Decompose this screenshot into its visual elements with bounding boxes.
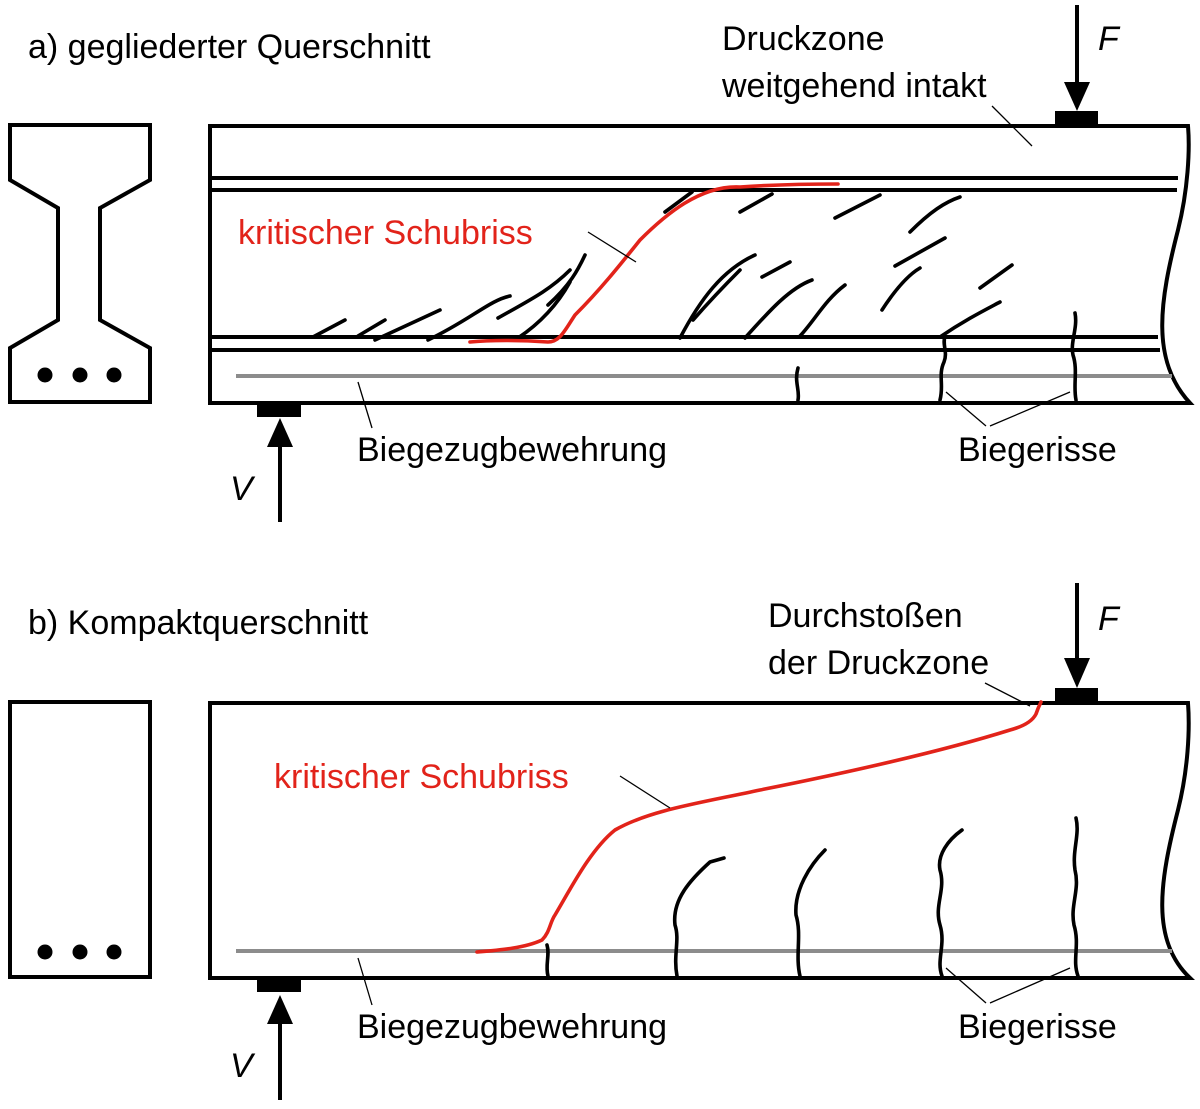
- reinforcement-leader-b: [357, 957, 373, 1006]
- shear-crack: [760, 260, 792, 279]
- flexural-crack: [794, 848, 827, 978]
- shear-crack: [678, 253, 757, 340]
- reinforcement-label-b: Biegezugbewehrung: [357, 1008, 667, 1046]
- shear-crack: [893, 236, 947, 268]
- web-shear-cracks: [311, 190, 1014, 342]
- i-section-outline: [8, 123, 152, 404]
- reaction-label-v: V: [230, 470, 256, 508]
- shear-crack: [691, 268, 742, 322]
- flexural-cracks-label-a: Biegerisse: [958, 431, 1117, 469]
- beam-a-outline: [208, 124, 1195, 405]
- force-arrow-head: [1064, 82, 1090, 111]
- flexural-leader-b: [945, 967, 987, 1004]
- shear-crack: [311, 318, 347, 339]
- panel-a: a) gegliederter Querschnitt: [8, 5, 1195, 522]
- shear-crack: [738, 192, 774, 214]
- shear-crack: [496, 268, 572, 320]
- flexural-cracks-label-b: Biegerisse: [958, 1008, 1117, 1046]
- panel-b: b) Kompaktquerschnitt F: [8, 583, 1196, 1100]
- panel-a-title: a) gegliederter Querschnitt: [28, 28, 431, 66]
- shear-crack: [798, 283, 847, 338]
- reaction-label-v: V: [230, 1047, 256, 1085]
- shear-crack: [880, 266, 922, 312]
- compression-zone-leader: [991, 105, 1033, 147]
- shear-crack: [833, 193, 882, 220]
- punching-label-line2: der Druckzone: [768, 644, 989, 682]
- critical-shear-crack-a: [468, 182, 840, 344]
- force-label-f: F: [1098, 20, 1121, 58]
- shear-crack: [908, 195, 962, 234]
- rebar-dot: [37, 944, 53, 960]
- shear-crack: [546, 253, 587, 307]
- shear-crack: [978, 263, 1014, 290]
- shear-crack: [663, 190, 694, 214]
- reaction-arrow-head: [267, 418, 293, 447]
- i-cross-section: [8, 123, 152, 404]
- flexural-cracks-a: [794, 311, 1078, 402]
- force-label-f: F: [1098, 600, 1121, 638]
- flexural-leader-a: [989, 391, 1071, 427]
- rect-cross-section: [8, 700, 152, 979]
- beam-a: [208, 124, 1195, 405]
- flexural-leader-a: [945, 391, 987, 427]
- shear-crack: [356, 318, 387, 338]
- flexural-leader-b: [989, 967, 1071, 1004]
- flexural-crack: [1070, 311, 1078, 402]
- beam-b: [208, 701, 1196, 980]
- shear-crack: [426, 294, 512, 342]
- support-plate: [257, 403, 301, 417]
- shear-crack: [373, 308, 442, 342]
- rebar-dot: [72, 367, 88, 383]
- rebar-dot: [106, 944, 122, 960]
- flexural-crack: [1071, 816, 1080, 978]
- compression-zone-label-line1: Druckzone: [722, 20, 885, 58]
- critical-crack-leader-a: [587, 231, 637, 263]
- compression-zone-label-line2: weitgehend intakt: [721, 67, 987, 105]
- punching-leader: [984, 682, 1031, 707]
- shear-crack: [743, 278, 814, 340]
- critical-shear-crack-b: [475, 700, 1043, 954]
- load-plate: [1055, 111, 1098, 126]
- rebar-dot: [37, 367, 53, 383]
- critical-crack-label-a: kritischer Schubriss: [238, 214, 533, 252]
- flexural-crack: [794, 366, 801, 402]
- flexural-crack: [936, 828, 964, 978]
- rect-section-outline: [8, 700, 152, 979]
- rebar-dot: [106, 367, 122, 383]
- flexural-crack: [938, 334, 948, 402]
- punching-label-line1: Durchstoßen: [768, 597, 963, 635]
- reinforcement-leader-a: [357, 381, 373, 429]
- flexural-crack: [545, 943, 550, 978]
- panel-b-title: b) Kompaktquerschnitt: [28, 604, 369, 642]
- support-plate: [257, 978, 301, 992]
- rebar-dot: [72, 944, 88, 960]
- load-plate: [1055, 688, 1098, 703]
- shear-crack: [938, 300, 1002, 339]
- force-arrow-head: [1064, 658, 1090, 688]
- flexural-cracks-b: [545, 816, 1080, 978]
- critical-crack-leader-b: [619, 775, 671, 809]
- reaction-arrow-head: [267, 995, 293, 1024]
- reinforcement-label-a: Biegezugbewehrung: [357, 431, 667, 469]
- beam-b-outline: [208, 701, 1196, 980]
- flexural-crack: [672, 856, 726, 978]
- critical-crack-label-b: kritischer Schubriss: [274, 758, 569, 796]
